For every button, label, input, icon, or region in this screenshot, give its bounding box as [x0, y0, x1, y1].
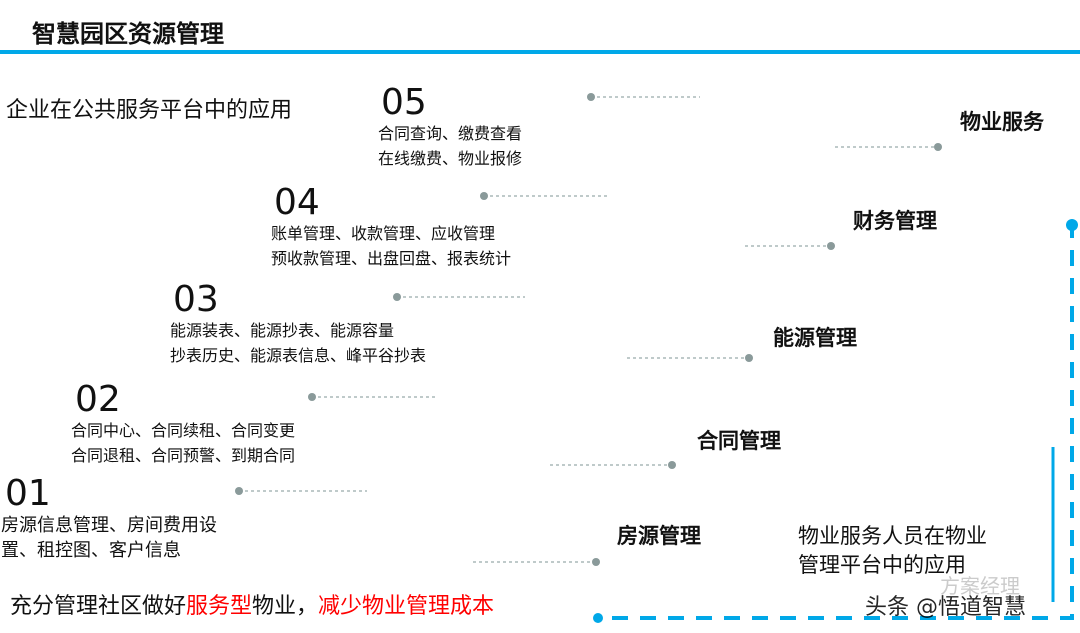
step-description: 能源装表、能源抄表、能源容量抄表历史、能源表信息、峰平谷抄表: [170, 321, 427, 365]
step-number: 02: [75, 379, 121, 420]
step-description: 合同中心、合同续租、合同变更合同退租、合同预警、到期合同: [71, 421, 296, 465]
footer-slogan: 充分管理社区做好服务型物业，减少物业管理成本: [10, 594, 495, 619]
step-description: 账单管理、收款管理、应收管理预收款管理、出盘回盘、报表统计: [271, 224, 512, 268]
category-label: 能源管理: [773, 326, 857, 350]
side-note: 物业服务人员在物业管理平台中的应用: [798, 524, 987, 577]
category-label: 财务管理: [853, 209, 937, 233]
page-title: 智慧园区资源管理: [32, 20, 224, 48]
category-label: 房源管理: [617, 524, 701, 548]
step-number: 05: [381, 82, 427, 123]
step-number: 03: [173, 279, 219, 320]
step-description: 房源信息管理、房间费用设置、租控图、客户信息: [1, 515, 217, 561]
step-number: 01: [5, 473, 51, 514]
subtitle: 企业在公共服务平台中的应用: [6, 98, 293, 123]
step-description: 合同查询、缴费查看在线缴费、物业报修: [378, 124, 523, 168]
watermark: 头条 @悟道智慧: [865, 595, 1026, 620]
category-label: 物业服务: [960, 110, 1044, 134]
watermark-secondary: 方案经理: [940, 574, 1020, 598]
step-number: 04: [274, 182, 320, 223]
category-label: 合同管理: [697, 429, 781, 453]
